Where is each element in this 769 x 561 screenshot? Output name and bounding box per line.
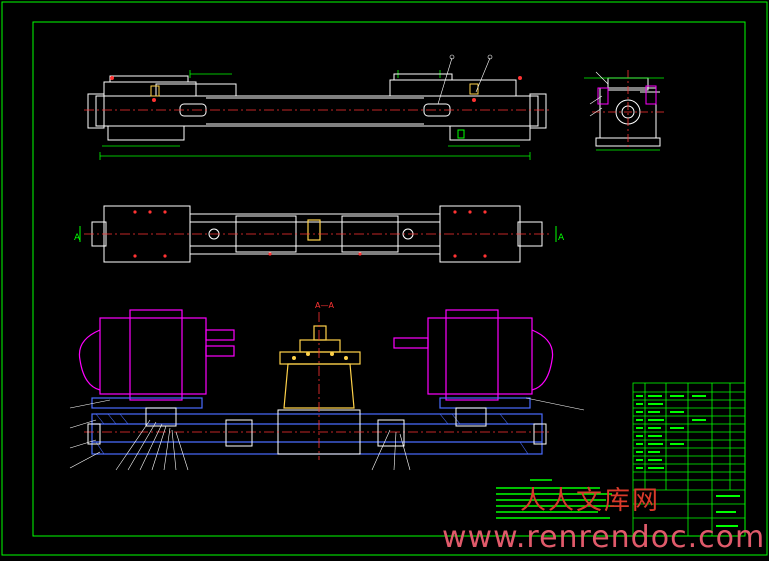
section-label: A—A (315, 301, 334, 310)
hatch-lines (95, 413, 529, 455)
right-motor (393, 309, 554, 401)
watermark-url: www.renrendoc.com (442, 520, 766, 555)
technical-notes (496, 479, 614, 519)
fixture-bolts (292, 352, 348, 360)
title-block-text-lines (636, 395, 740, 527)
section-marker-left: A (74, 233, 81, 243)
center-fixture (279, 325, 361, 409)
front-view (84, 54, 550, 160)
watermark-text: 人人文库网 (520, 486, 661, 516)
plan-view: A A (74, 205, 565, 263)
side-view (584, 70, 664, 151)
leader-lines (69, 397, 585, 471)
section-view: A—A (69, 301, 585, 471)
section-marker-right: A (558, 233, 565, 243)
title-block (632, 382, 746, 537)
left-motor (78, 309, 235, 401)
